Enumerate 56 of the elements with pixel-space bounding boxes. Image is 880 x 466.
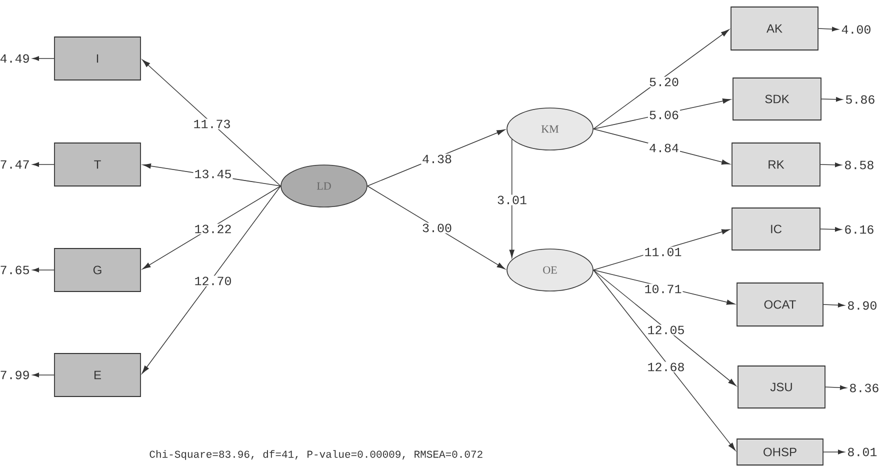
error-arrow: [32, 372, 54, 378]
error-variance-label: 8.90: [848, 301, 876, 310]
path-coefficient: 5.06: [648, 110, 680, 120]
error-variance-label: 8.36: [850, 384, 878, 392]
path-coefficient: 13.22: [193, 224, 233, 234]
error-variance-label: 7.99: [0, 370, 29, 380]
error-variance-label: 7.65: [0, 266, 29, 274]
error-variance-label: 4.49: [0, 54, 29, 63]
path-coefficient: 3.00: [421, 222, 453, 234]
path-coefficient: 3.01: [496, 194, 528, 206]
path-coefficient: 10.71: [643, 284, 683, 294]
indicator-box: IC: [732, 208, 820, 250]
error-variance-label: 7.47: [0, 160, 29, 169]
path-arrow: [593, 270, 736, 451]
path-coefficient: 4.38: [421, 154, 453, 164]
path-coefficient: 11.73: [192, 118, 232, 130]
indicator-box: JSU: [738, 366, 826, 408]
path-arrow: [593, 270, 736, 386]
path-coefficient: 12.05: [646, 324, 686, 336]
error-variance-label: 8.58: [845, 160, 874, 170]
indicator-box: OCAT: [736, 282, 824, 326]
indicator-box: G: [54, 248, 141, 292]
indicator-box: E: [54, 353, 141, 397]
path-arrow: [367, 186, 506, 270]
error-arrow: [32, 162, 54, 167]
path-coefficient: 4.84: [648, 142, 680, 154]
path-coefficient: 12.68: [646, 362, 686, 372]
path-coefficient: 11.01: [643, 246, 683, 258]
error-arrow: [825, 385, 847, 390]
error-variance-label: 8.01: [848, 448, 877, 456]
indicator-box: SDK: [732, 78, 822, 120]
error-variance-label: 6.16: [845, 225, 874, 234]
error-variance-label: 4.00: [842, 25, 870, 34]
path-arrow: [142, 186, 281, 270]
path-arrow: [142, 60, 281, 186]
error-arrow: [32, 268, 54, 272]
error-arrow: [32, 56, 54, 61]
indicator-box: RK: [732, 142, 820, 186]
error-arrow: [818, 26, 839, 32]
path-coefficient: 5.20: [648, 76, 680, 88]
indicator-box: I: [54, 36, 141, 80]
error-arrow: [820, 162, 842, 168]
path-arrow: [142, 186, 281, 374]
path-arrow: [593, 29, 730, 130]
error-arrow: [821, 97, 843, 102]
path-coefficient: 12.70: [193, 276, 233, 286]
indicator-box: T: [54, 142, 141, 186]
path-arrow: [509, 138, 514, 258]
error-arrow: [823, 302, 845, 308]
error-arrow: [820, 227, 842, 232]
fit-statistics: Chi-Square=83.96, df=41, P-value=0.00009, RMSEA=0.072: [150, 450, 482, 460]
indicator-box: OHSP: [736, 438, 824, 466]
error-arrow: [823, 450, 845, 454]
path-coefficient: 13.45: [193, 168, 233, 180]
indicator-box: AK: [730, 6, 818, 50]
error-variance-label: 5.86: [846, 95, 874, 104]
